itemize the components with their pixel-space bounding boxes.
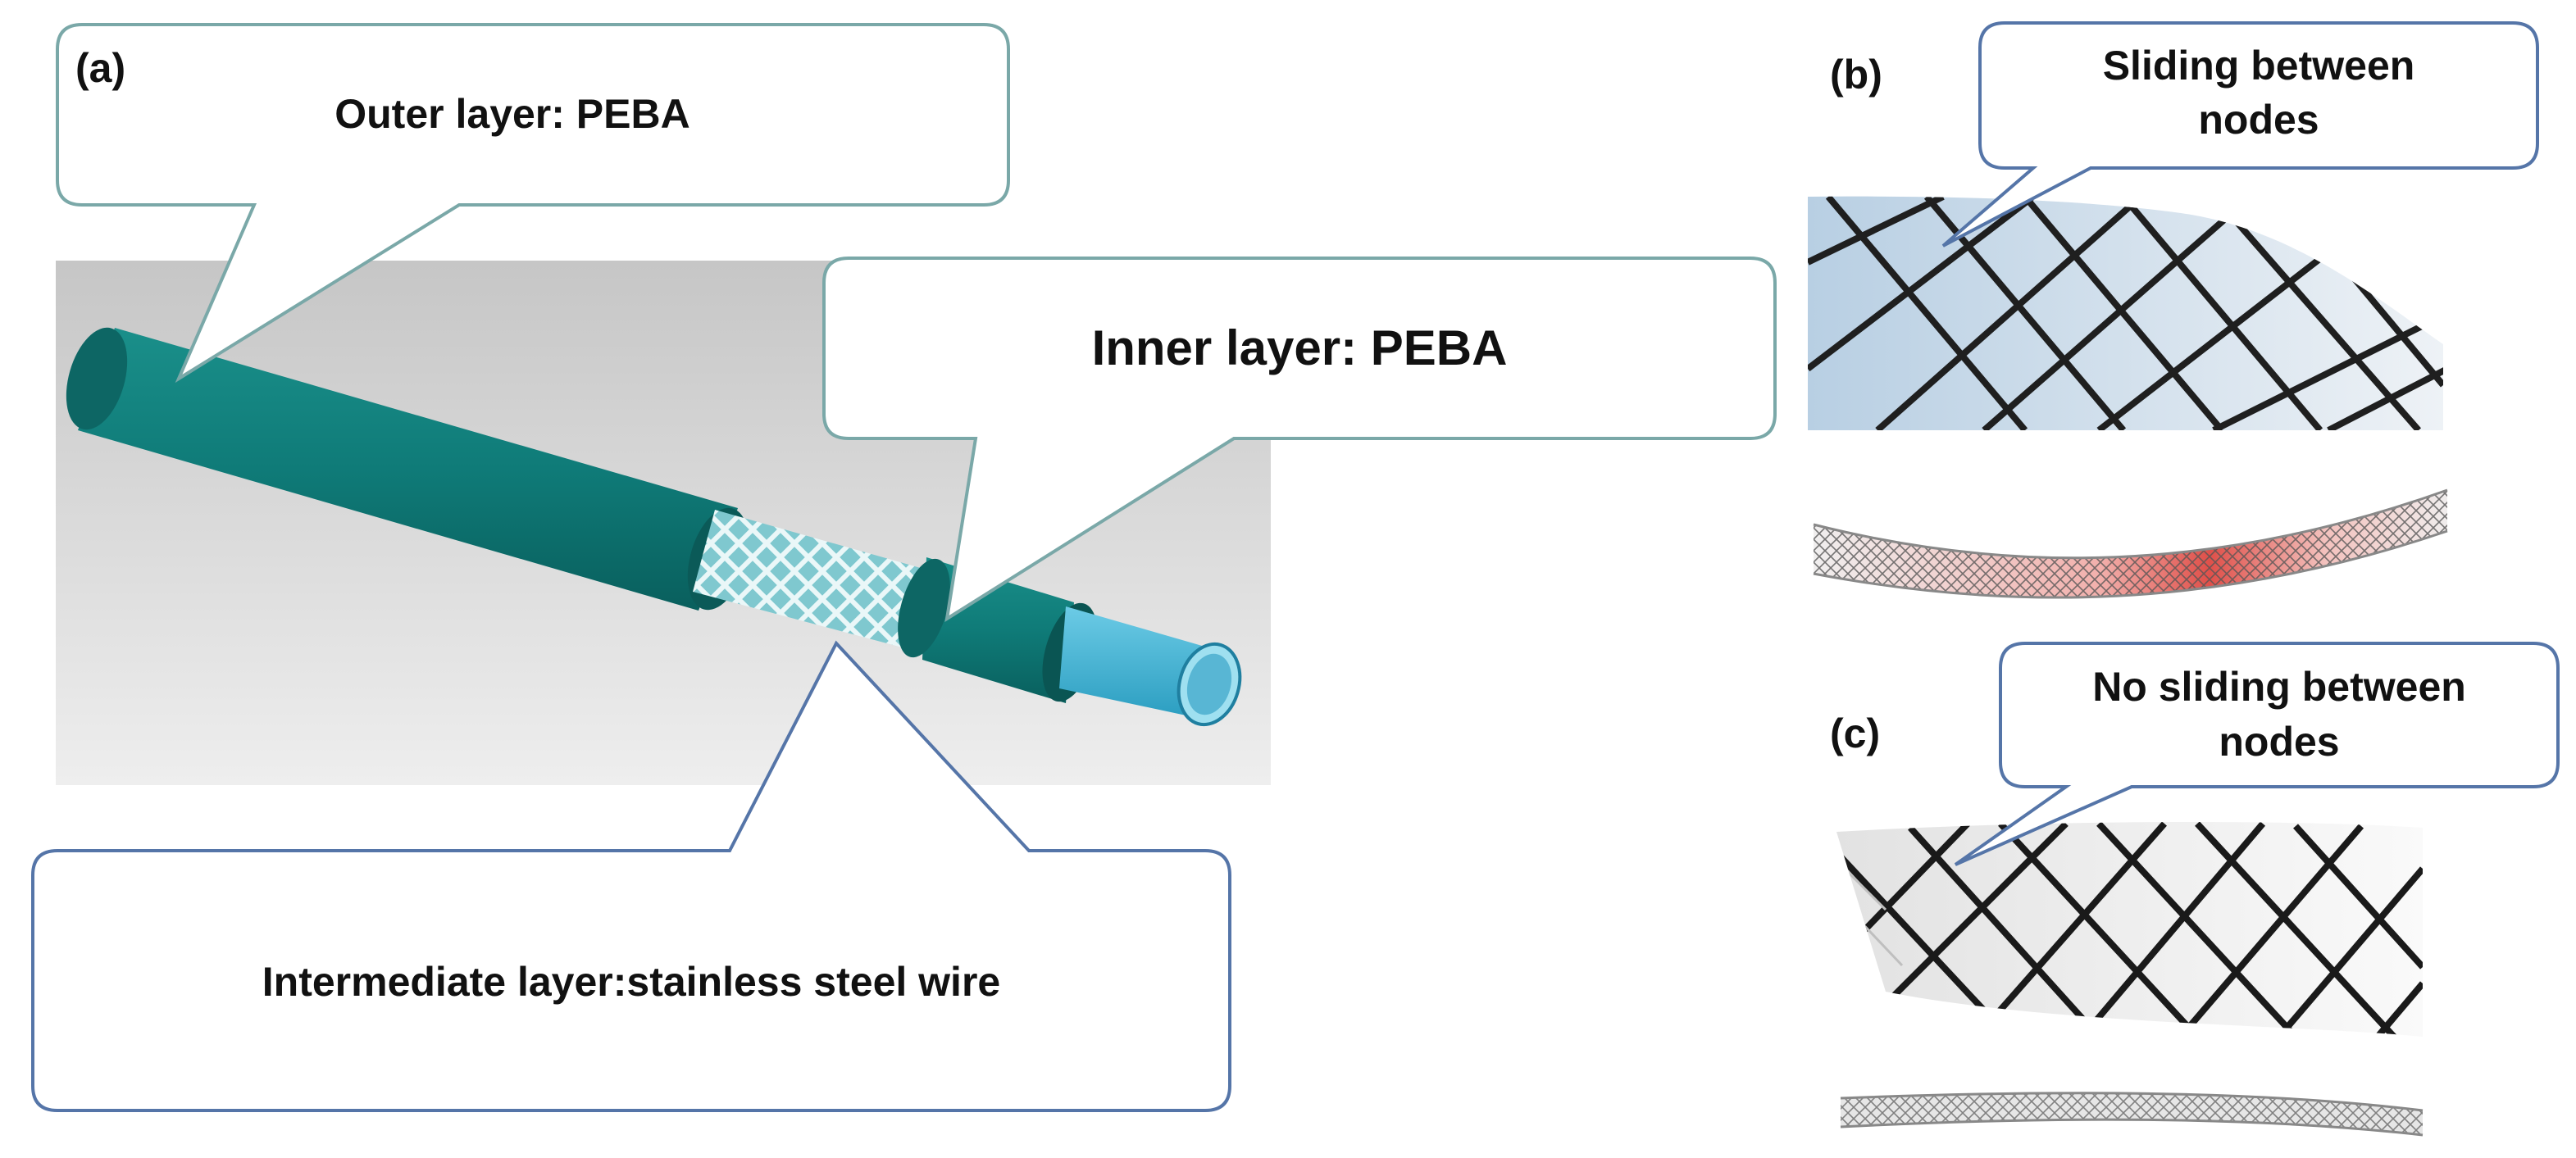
braid-closeup-no-sliding <box>1836 822 2423 1037</box>
callout-sliding-text-line1: Sliding between <box>2103 43 2415 89</box>
braid-closeup-sliding <box>1808 196 2443 430</box>
callout-outer-text: Outer layer: PEBA <box>335 91 690 137</box>
panel-label-c: (c) <box>1830 711 1880 756</box>
callout-inner-layer <box>822 257 1777 623</box>
callout-sliding-text-line2: nodes <box>2198 97 2319 143</box>
braid-tube-straight <box>1840 1092 2424 1137</box>
callout-sliding <box>1941 21 2539 247</box>
callout-no-sliding-text-line2: nodes <box>2219 719 2339 765</box>
braided-wire-layer <box>693 510 955 656</box>
panel-a: Outer layer: PEBA Inner layer: PEBA Inte… <box>31 23 1777 1112</box>
panel-b: (b) Sliding between nodes <box>1808 21 2539 599</box>
callout-no-sliding-text-line1: No sliding between <box>2092 664 2466 710</box>
callout-outer-layer <box>56 23 1010 384</box>
callout-no-sliding <box>1954 642 2560 866</box>
liner-tube <box>1059 606 1242 727</box>
panel-label-a: (a) <box>75 45 125 91</box>
braid-tube-stress-map <box>1813 488 2448 599</box>
panel-c: (c) No slid <box>1830 642 2560 1137</box>
panel-label-b: (b) <box>1830 52 1882 98</box>
callout-intermediate-text: Intermediate layer:stainless steel wire <box>262 959 1000 1005</box>
callout-inner-text: Inner layer: PEBA <box>1092 320 1508 375</box>
callout-intermediate-layer <box>31 640 1231 1112</box>
